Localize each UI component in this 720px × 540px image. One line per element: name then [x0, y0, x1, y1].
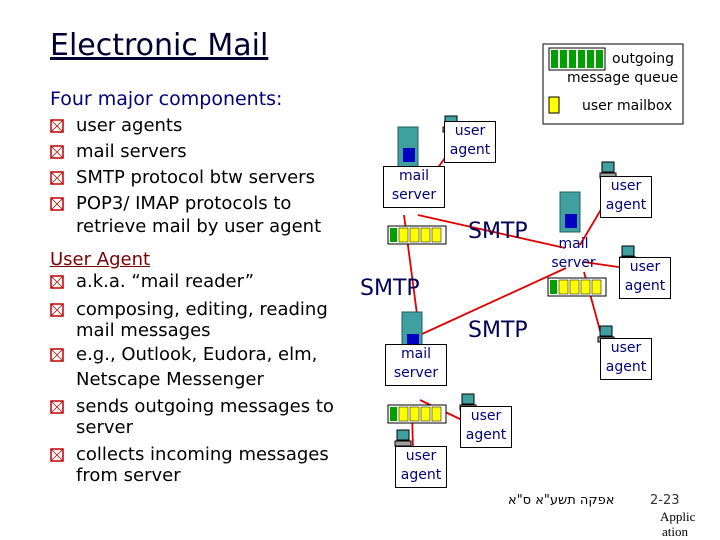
bullet-icon — [50, 448, 64, 462]
bullet-icon — [50, 303, 64, 317]
mail-server-label: server — [551, 255, 596, 271]
user-agent-heading: User Agent — [50, 249, 151, 270]
user-agent-point: sends outgoing messages to — [76, 396, 334, 417]
footer-course-label: אפקה תשע"א ס"א — [508, 493, 615, 508]
footer-chapter-label: ation — [662, 524, 688, 539]
user-agent-point: composing, editing, reading — [76, 299, 328, 320]
server-icon-right — [559, 191, 581, 233]
smtp-label: SMTP — [468, 318, 528, 343]
component-item: user agents — [76, 115, 183, 136]
user-agent-label: user — [454, 123, 486, 139]
legend-queue-icon — [548, 47, 606, 71]
mailbox-row-right — [547, 277, 607, 297]
mail-server-box: mail server — [383, 166, 445, 208]
bullet-icon — [50, 171, 64, 185]
user-agent-point: e.g., Outlook, Eudora, elm, — [76, 344, 318, 365]
bullet-icon — [50, 145, 64, 159]
bullet-icon — [50, 197, 64, 211]
footer-page-number: 2-23 — [650, 493, 680, 508]
mail-server-box: mail server — [385, 344, 447, 386]
user-agent-label: agent — [624, 278, 666, 294]
legend-mailbox-icon — [548, 96, 560, 114]
user-agent-box: user agent — [600, 176, 652, 218]
user-agent-label: agent — [605, 359, 647, 375]
user-agent-box: user agent — [600, 338, 652, 380]
user-agent-box: user agent — [444, 121, 496, 163]
mail-server-box: mail server — [546, 235, 601, 273]
mail-server-label: mail — [558, 236, 589, 252]
legend-queue-label: message queue — [567, 70, 679, 86]
user-agent-point-continuation: from server — [76, 465, 181, 486]
mail-server-label: server — [393, 365, 439, 381]
subtitle: Four major components: — [50, 88, 283, 110]
user-agent-point: a.k.a. “mail reader” — [76, 271, 255, 292]
server-icon-left-top — [397, 126, 419, 168]
user-agent-point-continuation: Netscape Messenger — [76, 369, 264, 390]
user-agent-label: agent — [400, 467, 442, 483]
component-item: POP3/ IMAP protocols to — [76, 193, 292, 214]
user-agent-box: user agent — [460, 406, 512, 448]
user-agent-box: user agent — [395, 446, 447, 488]
component-item: SMTP protocol btw servers — [76, 167, 315, 188]
page-title: Electronic Mail — [50, 28, 269, 63]
user-agent-label: user — [405, 448, 437, 464]
footer-chapter-label: Applic — [660, 509, 696, 524]
user-agent-label: agent — [605, 197, 647, 213]
mail-server-label: mail — [399, 168, 429, 184]
user-agent-label: user — [610, 340, 642, 356]
component-item: mail servers — [76, 141, 187, 162]
user-agent-label: user — [629, 259, 661, 275]
mailbox-row-left-bottom — [387, 404, 447, 424]
legend-mailbox-label: user mailbox — [582, 98, 673, 114]
bullet-icon — [50, 348, 64, 362]
mail-server-label: server — [391, 187, 437, 203]
mailbox-row-left-top — [387, 225, 447, 245]
bullet-icon — [50, 119, 64, 133]
pc-icon-ua-bottom — [394, 429, 412, 447]
user-agent-label: user — [470, 408, 502, 424]
mail-server-label: mail — [401, 346, 431, 362]
smtp-label: SMTP — [360, 276, 420, 301]
user-agent-label: agent — [449, 142, 491, 158]
user-agent-point-continuation: mail messages — [76, 320, 211, 341]
bullet-icon — [50, 400, 64, 414]
bullet-icon — [50, 275, 64, 289]
user-agent-box: user agent — [619, 257, 671, 299]
user-agent-label: user — [610, 178, 642, 194]
user-agent-point-continuation: server — [76, 417, 133, 438]
user-agent-point: collects incoming messages — [76, 444, 329, 465]
smtp-label: SMTP — [468, 219, 528, 244]
user-agent-label: agent — [465, 427, 507, 443]
component-item-continuation: retrieve mail by user agent — [76, 216, 322, 237]
legend-queue-label: outgoing — [612, 51, 675, 67]
